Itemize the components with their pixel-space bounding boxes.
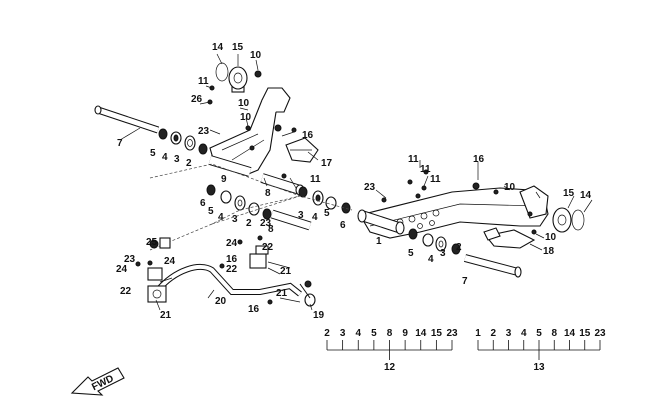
callout-label: 4: [162, 152, 168, 163]
assembly-item-label: 3: [340, 328, 346, 339]
callout-label: 14: [212, 42, 224, 53]
callout-label: 11: [408, 154, 419, 165]
callout-label: 19: [313, 310, 325, 321]
callout-label: 3: [232, 214, 238, 225]
callout-label: 11: [198, 76, 209, 87]
callout-label: 15: [232, 42, 244, 53]
callout-label: 16: [226, 254, 238, 265]
callout-label: 23: [364, 182, 376, 193]
assembly-item-label: 5: [536, 328, 542, 339]
callout-label: 23: [198, 126, 210, 137]
callout-label: 10: [504, 182, 516, 193]
callout-label: 23: [260, 218, 272, 229]
assembly-item-label: 3: [506, 328, 512, 339]
stabilizer-group: [135, 235, 316, 307]
bearing-stack-mid-left: [206, 184, 312, 231]
callout-label: 3: [174, 154, 180, 165]
assembly-number: 12: [384, 362, 396, 373]
callout-label: 11: [310, 174, 321, 185]
callout-label: 16: [302, 130, 314, 141]
callout-label: 24: [226, 238, 238, 249]
callout-label: 8: [265, 188, 271, 199]
callout-label: 3: [298, 210, 304, 221]
callout-label: 25: [146, 237, 158, 248]
upper-left-group: [94, 62, 353, 251]
callout-label: 7: [462, 276, 468, 287]
bearing-stack-upper-left: [158, 128, 208, 155]
callout-label: 2: [456, 242, 462, 253]
assembly-item-label: 9: [402, 328, 408, 339]
callout-label: 5: [150, 148, 156, 159]
pivot-tube-center: [208, 155, 305, 196]
callout-label: 5: [208, 206, 214, 217]
assembly-item-label: 23: [446, 328, 458, 339]
callout-label: 20: [215, 296, 227, 307]
callout-label: 26: [191, 94, 203, 105]
callout-label: 15: [563, 188, 575, 199]
callout-label: 4: [218, 212, 224, 223]
assembly-item-label: 4: [521, 328, 527, 339]
assembly-item-label: 8: [551, 328, 557, 339]
callout-label: 22: [226, 264, 238, 275]
callout-label: 14: [580, 190, 592, 201]
assembly-item-label: 2: [324, 328, 330, 339]
assembly-item-label: 4: [355, 328, 361, 339]
assembly-item-label: 2: [490, 328, 496, 339]
callout-label: 3: [440, 248, 446, 259]
callout-label: 23: [124, 254, 136, 265]
callout-label: 10: [238, 98, 250, 109]
callout-label: 18: [543, 246, 555, 257]
forward-direction-arrow: FWD: [70, 367, 125, 396]
bearing-stack-center: [298, 186, 351, 214]
main-swingarm-group: [357, 169, 585, 278]
callout-label: 24: [116, 264, 128, 275]
callout-label: 1: [376, 236, 382, 247]
callout-label: 5: [408, 248, 414, 259]
callouts: 14 15 10 11 26 10 10 7 23 5 4 3 2 16 17 …: [116, 42, 592, 321]
callout-label: 10: [545, 232, 557, 243]
callout-label: 21: [160, 310, 172, 321]
assembly-item-label: 8: [387, 328, 393, 339]
callout-label: 6: [200, 198, 206, 209]
assembly-item-label: 23: [594, 328, 606, 339]
callout-label: 16: [473, 154, 485, 165]
callout-label: 2: [246, 218, 252, 229]
swingarm-bracket-upper: [207, 62, 319, 179]
callout-label: 11: [420, 164, 431, 175]
assembly-item-label: 5: [371, 328, 377, 339]
callout-label: 10: [250, 50, 262, 61]
assembly-item-label: 14: [564, 328, 576, 339]
callout-label: 4: [428, 254, 434, 265]
callout-label: 9: [221, 174, 227, 185]
callout-label: 21: [280, 266, 292, 277]
callout-label: 5: [324, 208, 330, 219]
assembly-item-label: 15: [431, 328, 443, 339]
callout-label: 11: [430, 174, 441, 185]
callout-label: 4: [312, 212, 318, 223]
assembly-item-label: 1: [475, 328, 481, 339]
callout-label: 10: [240, 112, 252, 123]
callout-label: 7: [117, 138, 123, 149]
callout-label: 8: [268, 224, 274, 235]
assembly-item-label: 15: [579, 328, 591, 339]
callout-label: 22: [262, 242, 274, 253]
callout-label: 17: [321, 158, 333, 169]
callout-label: 6: [340, 220, 346, 231]
callout-label: 22: [120, 286, 132, 297]
pivot-shaft-upper: [94, 105, 160, 134]
assembly-number: 13: [533, 362, 545, 373]
callout-label: 24: [164, 256, 176, 267]
fwd-label: FWD: [90, 373, 115, 393]
callout-label: 2: [186, 158, 192, 169]
leader-lines: [119, 53, 593, 311]
callout-label: 21: [276, 288, 288, 299]
callout-label: 16: [248, 304, 260, 315]
assembly-item-label: 14: [415, 328, 427, 339]
